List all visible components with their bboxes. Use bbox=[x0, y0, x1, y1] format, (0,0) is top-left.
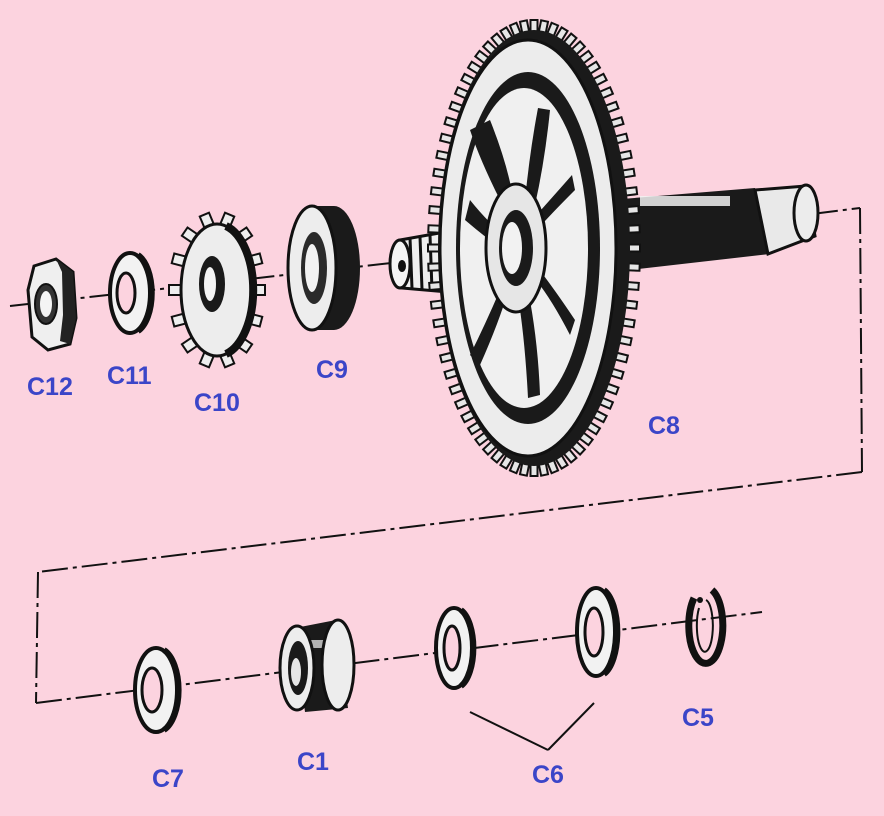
label-c11: C11 bbox=[107, 362, 152, 390]
diagonal-return-line bbox=[37, 471, 863, 573]
hex-nut-c12 bbox=[26, 257, 78, 352]
circlip-c5 bbox=[685, 587, 727, 667]
label-c1: C1 bbox=[297, 748, 329, 776]
label-c5: C5 bbox=[682, 704, 714, 732]
gear-connector-top bbox=[811, 207, 861, 215]
right-return-line bbox=[859, 207, 863, 473]
gear-shaft-c8 bbox=[388, 19, 820, 477]
washer-c11 bbox=[108, 251, 155, 335]
label-c6: C6 bbox=[532, 761, 564, 789]
label-c12: C12 bbox=[27, 373, 73, 401]
label-c8: C8 bbox=[648, 412, 680, 440]
washer-c6-right bbox=[575, 586, 621, 678]
bushing-c1 bbox=[278, 618, 356, 712]
c6-leader-lines bbox=[469, 702, 595, 751]
washer-c6-left bbox=[434, 606, 477, 690]
label-c10: C10 bbox=[194, 389, 240, 417]
label-c9: C9 bbox=[316, 356, 348, 384]
washer-c7 bbox=[133, 646, 182, 734]
sprocket-c10 bbox=[168, 211, 266, 369]
label-c7: C7 bbox=[152, 765, 184, 793]
left-return-line bbox=[35, 571, 39, 704]
seal-c9 bbox=[286, 204, 360, 332]
